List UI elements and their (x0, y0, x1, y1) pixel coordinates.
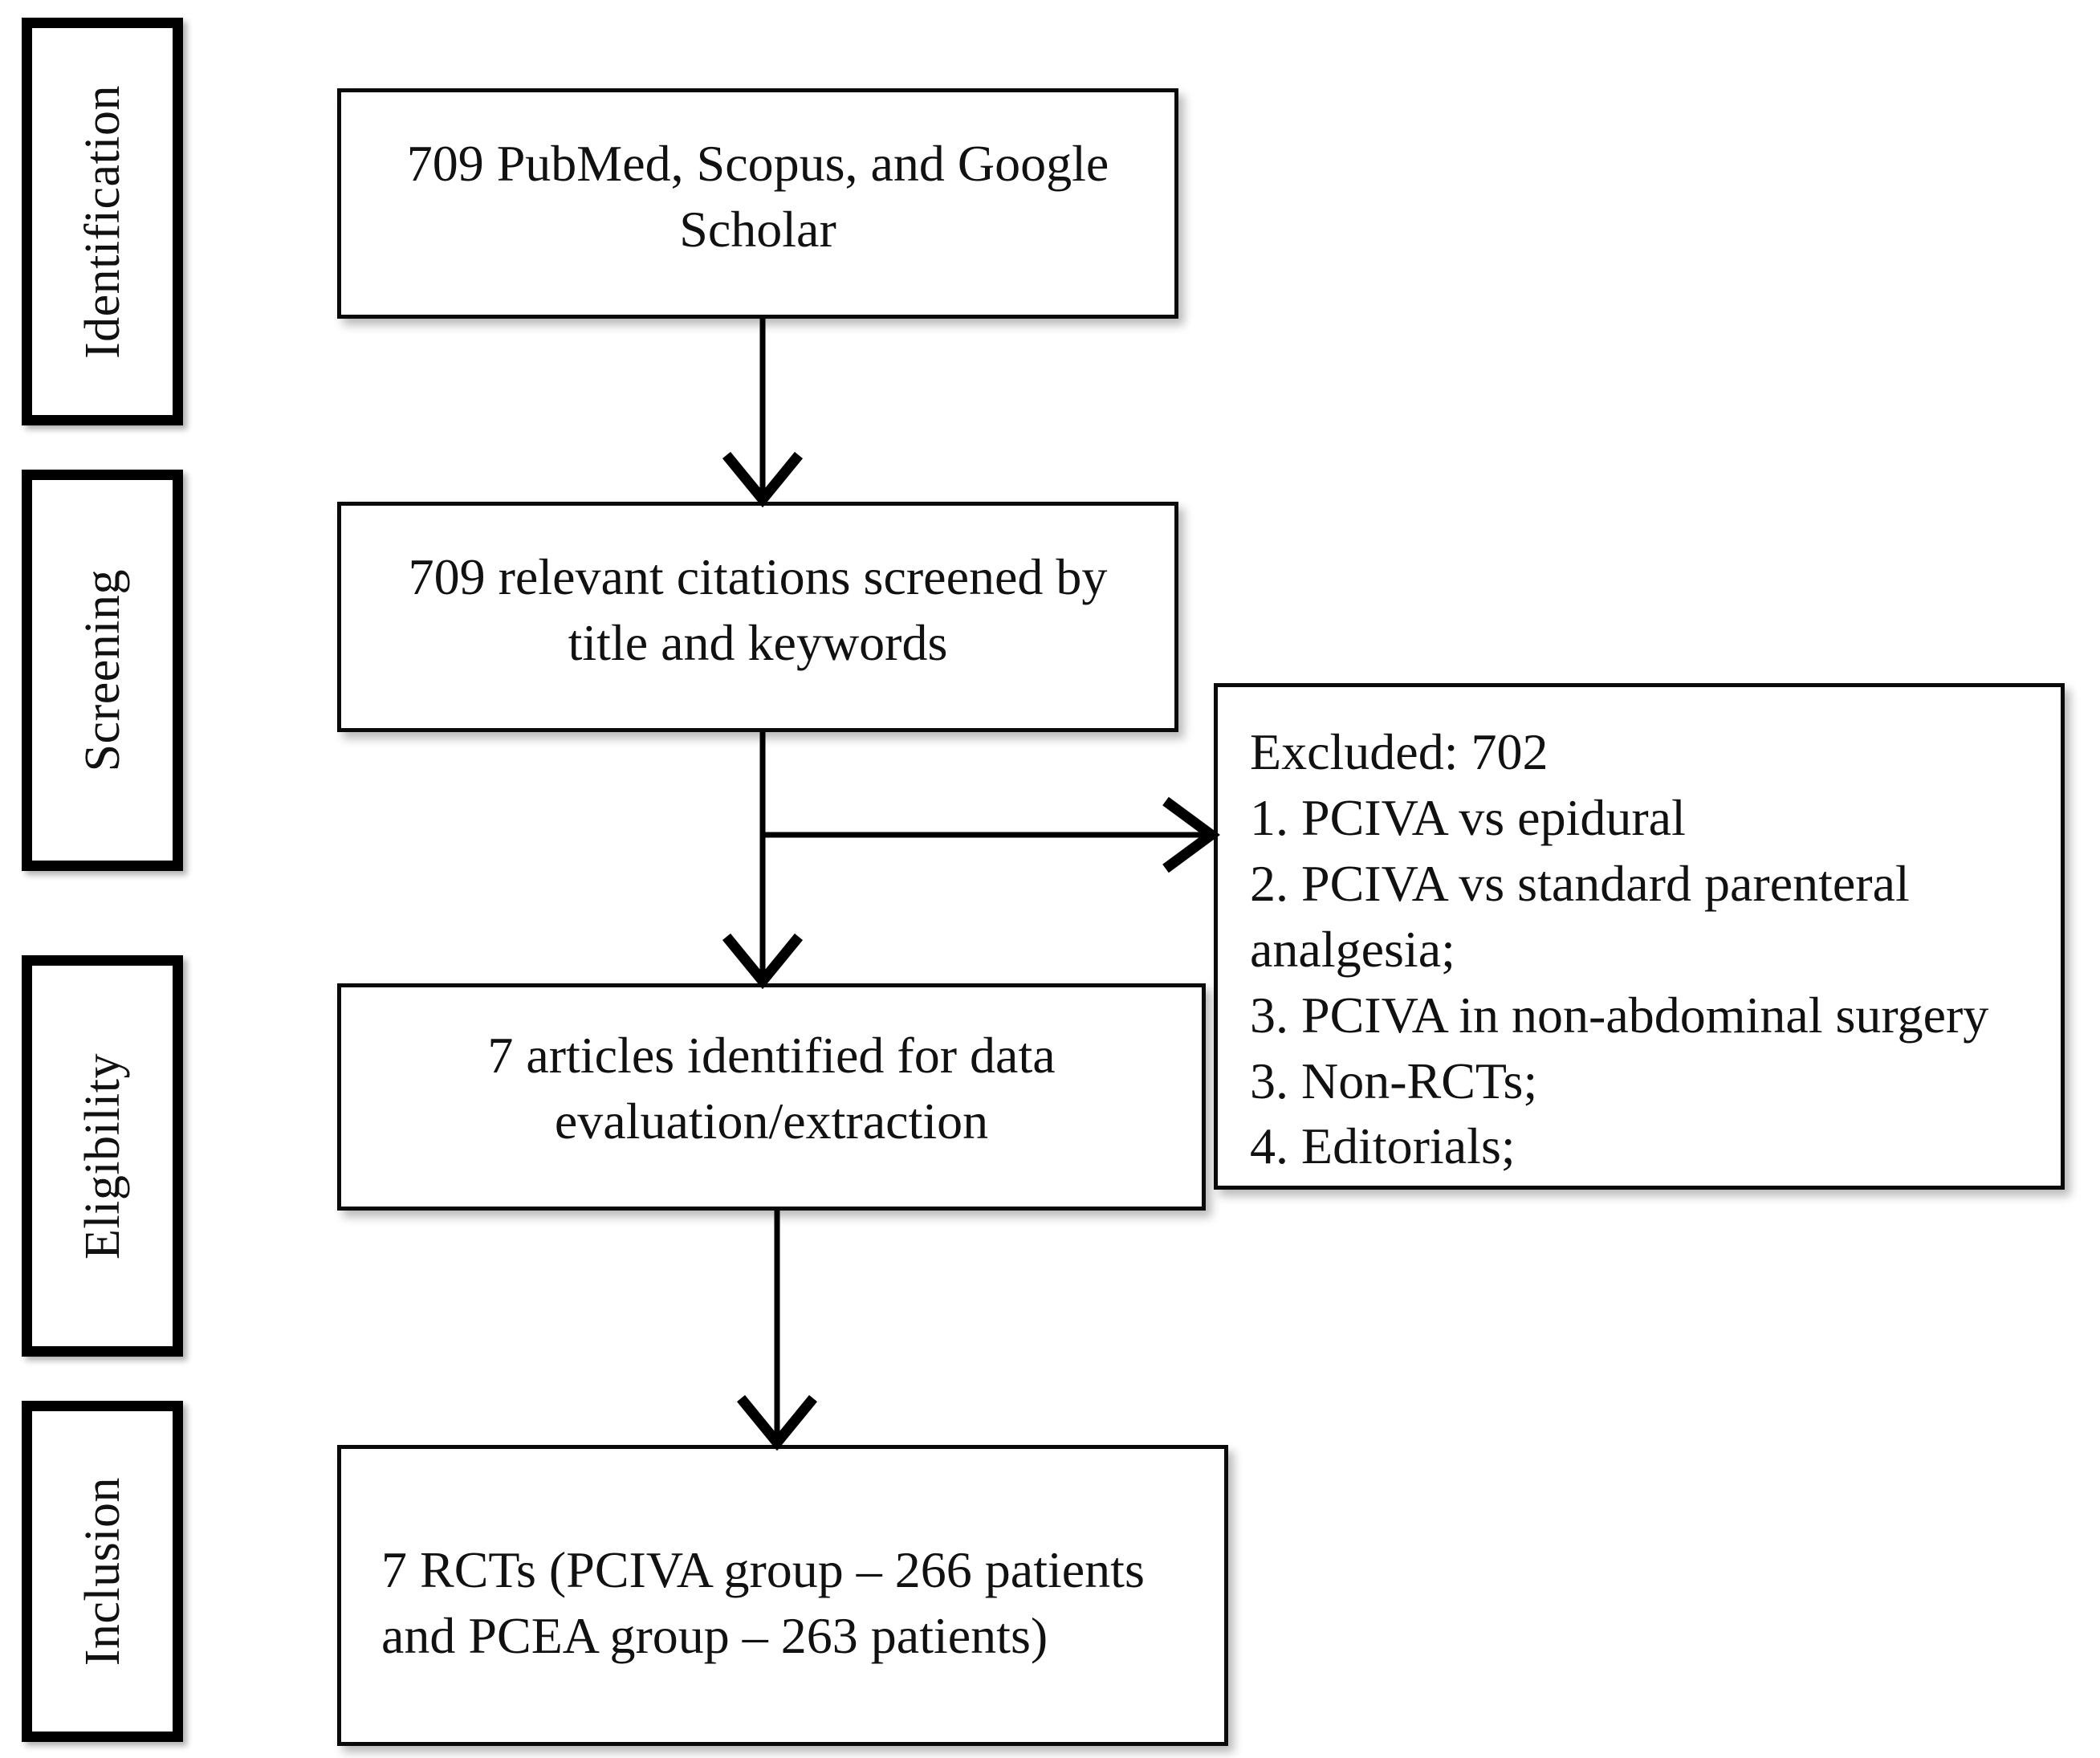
identification-records-line2: Scholar (679, 200, 836, 258)
screening-records-line2: title and keywords (568, 613, 948, 671)
identification-records-line1: 709 PubMed, Scopus, and Google (406, 135, 1109, 192)
stage-label-eligibility: Eligibility (75, 1052, 130, 1259)
screening-records-line1: 709 relevant citations screened by (408, 548, 1108, 605)
excluded-reason: 3. Non-RCTs; (1250, 1052, 1538, 1109)
arrow-screening-to-eligibility (722, 732, 804, 990)
stage-box-inclusion: Inclusion (22, 1401, 183, 1742)
excluded-reason: 2. PCIVA vs standard parenteral (1250, 854, 1910, 912)
stage-box-eligibility: Eligibility (22, 955, 183, 1357)
box-eligibility-records: 7 articles identified for data evaluatio… (337, 983, 1206, 1211)
eligibility-records-line1: 7 articles identified for data (487, 1027, 1056, 1084)
eligibility-records-line2: evaluation/extraction (554, 1092, 989, 1150)
excluded-reason: 4. Editorials; (1250, 1117, 1516, 1175)
stage-label-screening: Screening (75, 568, 130, 772)
stage-label-identification: Identification (75, 84, 130, 359)
stage-label-inclusion: Inclusion (75, 1476, 130, 1666)
box-inclusion-records: 7 RCTs (PCIVA group – 266 patients and P… (337, 1445, 1228, 1746)
excluded-reason: 1. PCIVA vs epidural (1250, 788, 1686, 846)
stage-box-screening: Screening (22, 470, 183, 871)
box-screening-records: 709 relevant citations screened by title… (337, 502, 1178, 732)
excluded-reason: analgesia; (1250, 920, 1455, 978)
arrow-identification-to-screening (722, 319, 804, 508)
box-identification-records: 709 PubMed, Scopus, and Google Scholar (337, 88, 1178, 319)
stage-box-identification: Identification (22, 18, 183, 425)
box-excluded: Excluded: 702 1. PCIVA vs epidural 2. PC… (1214, 683, 2065, 1190)
arrow-screening-to-excluded (763, 796, 1220, 873)
inclusion-records-line1: 7 RCTs (PCIVA group – 266 patients (381, 1541, 1145, 1598)
inclusion-records-line2: and PCEA group – 263 patients) (381, 1606, 1048, 1664)
excluded-heading: Excluded: 702 (1250, 723, 1549, 780)
arrow-eligibility-to-inclusion (736, 1211, 818, 1451)
excluded-reason: 3. PCIVA in non-abdominal surgery (1250, 986, 1989, 1044)
